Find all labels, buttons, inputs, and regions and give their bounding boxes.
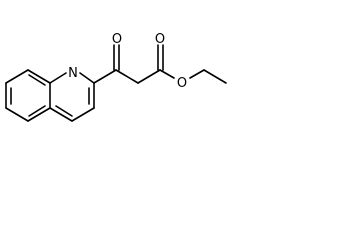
structure-diagram: N O O O xyxy=(5,32,227,122)
side-chain xyxy=(93,44,227,84)
benzo-ring xyxy=(5,69,51,122)
ester-carbonyl-oxygen-label: O xyxy=(155,32,165,47)
molecule-canvas: N O O O xyxy=(5,32,227,122)
ketone-oxygen-label: O xyxy=(112,32,122,47)
ring-nitrogen-label: N xyxy=(68,66,78,81)
ester-oxygen-label: O xyxy=(177,76,187,91)
pyridine-ring xyxy=(49,72,95,122)
